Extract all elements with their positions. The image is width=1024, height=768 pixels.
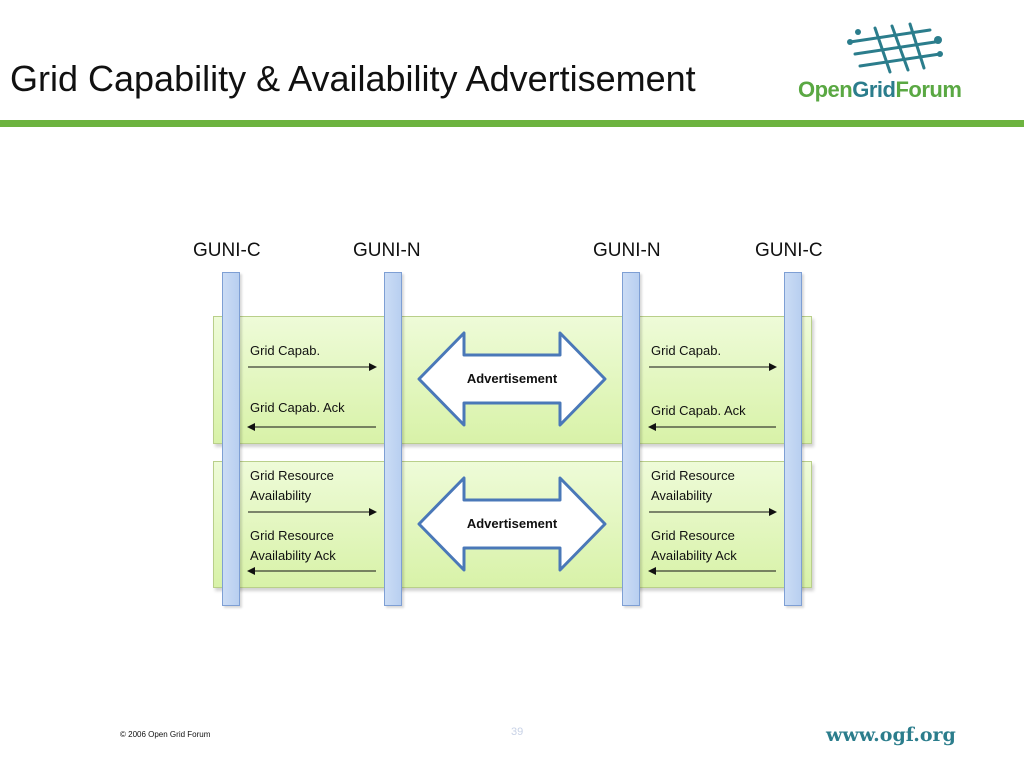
advertisement-label-top: Advertisement bbox=[466, 371, 558, 386]
footer-url: www.ogf.org bbox=[826, 724, 956, 746]
lifeline-guni-c-right bbox=[784, 272, 802, 606]
entity-label-guni-c-left: GUNI-C bbox=[193, 240, 261, 261]
message-grid-capab-left: Grid Capab. bbox=[250, 343, 321, 358]
entity-label-guni-n-right: GUNI-N bbox=[593, 240, 661, 261]
lifeline-guni-n-left bbox=[384, 272, 402, 606]
entity-label-guni-n-left: GUNI-N bbox=[353, 240, 421, 261]
message-resource-availability-right: Grid Resource Availability bbox=[651, 468, 735, 503]
message-grid-capab-right: Grid Capab. bbox=[651, 343, 722, 358]
header-rule bbox=[0, 120, 1024, 127]
ogf-logo-wordmark: OpenGridForum bbox=[798, 77, 962, 102]
entity-label-guni-c-right: GUNI-C bbox=[755, 240, 823, 261]
footer-copyright: © 2006 Open Grid Forum bbox=[120, 730, 211, 739]
lifeline-guni-n-right bbox=[622, 272, 640, 606]
double-arrow-icon bbox=[417, 331, 607, 427]
lifeline-guni-c-left bbox=[222, 272, 240, 606]
ogf-logo-icon bbox=[847, 22, 943, 74]
message-resource-availability-ack-left: Grid Resource Availability Ack bbox=[250, 528, 336, 563]
page-number: 39 bbox=[511, 726, 524, 738]
slide-title: Grid Capability & Availability Advertise… bbox=[10, 58, 696, 99]
message-grid-capab-ack-left: Grid Capab. Ack bbox=[250, 400, 345, 415]
double-arrow-icon bbox=[417, 476, 607, 572]
advertisement-label-bottom: Advertisement bbox=[466, 516, 558, 531]
message-resource-availability-ack-right: Grid Resource Availability Ack bbox=[651, 528, 737, 563]
message-resource-availability-left: Grid Resource Availability bbox=[250, 468, 334, 503]
message-grid-capab-ack-right: Grid Capab. Ack bbox=[651, 403, 746, 418]
